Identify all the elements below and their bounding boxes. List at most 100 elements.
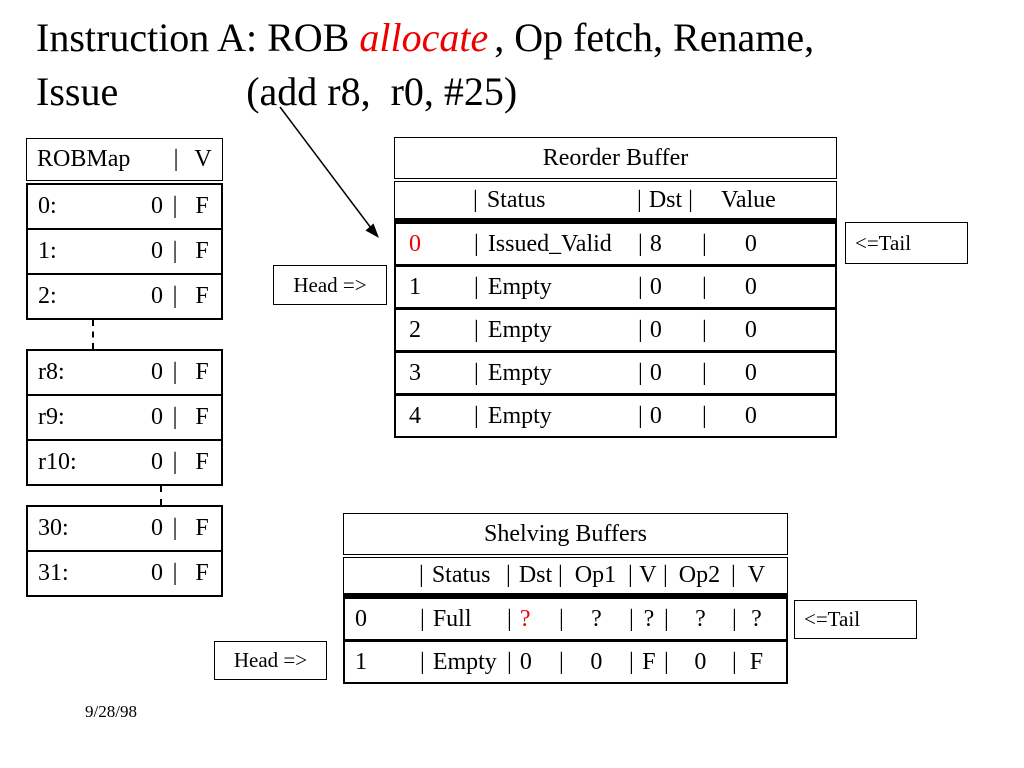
- shelving-v1: ?: [643, 605, 655, 632]
- pipe-separator: |: [474, 359, 479, 386]
- reorder-buffer-column-header: |Status |Dst | Value: [394, 181, 837, 222]
- title-instruction-args: (add r8, r0, #25): [246, 69, 518, 114]
- pipe-separator: |: [507, 648, 512, 675]
- pipe-separator: |: [732, 648, 737, 675]
- robmap-group-0-2: 0: 0 | F 1: 0 | F 2: 0 | F: [26, 183, 223, 320]
- robmap-group-r8-r10: r8: 0 | F r9: 0 | F r10: 0 | F: [26, 349, 223, 486]
- row-value: 0: [151, 359, 163, 385]
- pipe-separator: |: [172, 193, 178, 219]
- slide-date: 9/28/98: [85, 702, 137, 721]
- pipe-separator: |: [172, 515, 178, 541]
- shelving-row-1: 1 |Empty |0 |0 |F |0 |F: [343, 640, 788, 684]
- shelving-column-header: |Status |Dst |Op1 |V |Op2 |V: [343, 557, 788, 597]
- row-value: 0: [151, 193, 163, 219]
- robmap-row: r8: 0 | F: [26, 349, 223, 396]
- title-line-2: Issue (add r8, r0, #25): [36, 66, 976, 118]
- pipe-separator: |: [172, 449, 178, 475]
- pipe-separator: |: [629, 605, 634, 632]
- pipe-separator: |: [664, 605, 669, 632]
- row-flag: F: [195, 560, 209, 586]
- shelving-v2: ?: [751, 605, 762, 632]
- shelving-dst: ?: [519, 605, 531, 632]
- pipe-separator: |: [172, 283, 178, 309]
- pipe-separator: |: [420, 648, 425, 675]
- shelving-tail-pointer-label: <=Tail: [794, 600, 917, 639]
- robmap-row: r10: 0 | F: [26, 439, 223, 486]
- pipe-separator: |: [702, 273, 707, 300]
- row-value: 0: [151, 560, 163, 586]
- shelving-op2: ?: [695, 605, 706, 632]
- col-v1: V: [639, 562, 657, 588]
- tail-label: <=Tail: [804, 607, 861, 631]
- title-issue: Issue: [36, 69, 119, 114]
- pipe-separator: |: [702, 359, 707, 386]
- row-flag: F: [195, 404, 209, 430]
- shelving-buffers-table: Shelving Buffers |Status |Dst |Op1 |V |O…: [343, 513, 788, 684]
- pipe-separator: |: [702, 230, 707, 257]
- pipe-separator: |: [474, 402, 479, 429]
- rob-value: 0: [744, 273, 757, 300]
- row-flag: F: [195, 193, 209, 219]
- rob-dst: 0: [649, 273, 662, 300]
- robmap-table: ROBMap | V 0: 0 | F 1: 0 | F 2: 0: [26, 138, 223, 597]
- col-v2: V: [747, 562, 766, 588]
- pipe-separator: |: [172, 238, 178, 264]
- row-flag: F: [195, 238, 209, 264]
- pipe-separator: |: [638, 273, 643, 300]
- title-pre: Instruction A: ROB: [36, 15, 350, 60]
- shelving-index: 1: [355, 648, 367, 675]
- shelving-index: 0: [355, 605, 367, 632]
- rob-row-3: 3 |Empty |0 |0: [394, 351, 837, 395]
- row-value: 0: [151, 404, 163, 430]
- row-value: 0: [151, 515, 163, 541]
- pipe-separator: |: [420, 605, 425, 632]
- row-value: 0: [151, 238, 163, 264]
- rob-status: Empty: [487, 402, 552, 429]
- col-op2: Op2: [678, 562, 721, 588]
- head-label: Head =>: [293, 272, 367, 297]
- rob-value: 0: [744, 359, 757, 386]
- robmap-row: 0: 0 | F: [26, 183, 223, 230]
- robmap-ellipsis-dash: [26, 486, 223, 505]
- row-flag: F: [195, 449, 209, 475]
- pipe-separator: |: [473, 186, 478, 213]
- pipe-separator: |: [559, 605, 564, 632]
- rob-index: 3: [409, 359, 421, 386]
- rob-row-4: 4 |Empty |0 |0: [394, 394, 837, 438]
- row-flag: F: [195, 283, 209, 309]
- col-status: Status: [486, 186, 546, 213]
- rob-status: Empty: [487, 316, 552, 343]
- pipe-separator: |: [474, 273, 479, 300]
- robmap-ellipsis-dash: [26, 320, 223, 349]
- row-flag: F: [195, 515, 209, 541]
- rob-dst: 0: [649, 402, 662, 429]
- pipe-separator: |: [638, 359, 643, 386]
- reorder-buffer-table: Reorder Buffer |Status |Dst | Value 0 |I…: [394, 137, 837, 438]
- robmap-row: 31: 0 | F: [26, 550, 223, 597]
- row-label: 1:: [38, 238, 57, 264]
- robmap-group-30-31: 30: 0 | F 31: 0 | F: [26, 505, 223, 597]
- pipe-separator: |: [172, 404, 178, 430]
- pipe-separator: |: [628, 562, 633, 588]
- rob-tail-pointer-label: <=Tail: [845, 222, 968, 264]
- rob-dst: 0: [649, 359, 662, 386]
- row-label: r8:: [38, 359, 65, 385]
- shelving-status: Empty: [432, 648, 497, 675]
- row-label: 2:: [38, 283, 57, 309]
- rob-status: Issued_Valid: [487, 230, 612, 257]
- robmap-row: 1: 0 | F: [26, 228, 223, 275]
- pipe-separator: |: [637, 186, 642, 213]
- row-value: 0: [151, 283, 163, 309]
- tail-label: <=Tail: [855, 230, 912, 255]
- robmap-title: ROBMap: [37, 146, 131, 172]
- rob-row-2: 2 |Empty |0 |0: [394, 308, 837, 352]
- row-label: 31:: [38, 560, 69, 586]
- table-title-text: Reorder Buffer: [542, 144, 689, 171]
- table-title-text: Shelving Buffers: [484, 520, 647, 547]
- pipe-separator: |: [663, 562, 668, 588]
- col-dst: Dst: [518, 562, 553, 588]
- pipe-separator: |: [474, 230, 479, 257]
